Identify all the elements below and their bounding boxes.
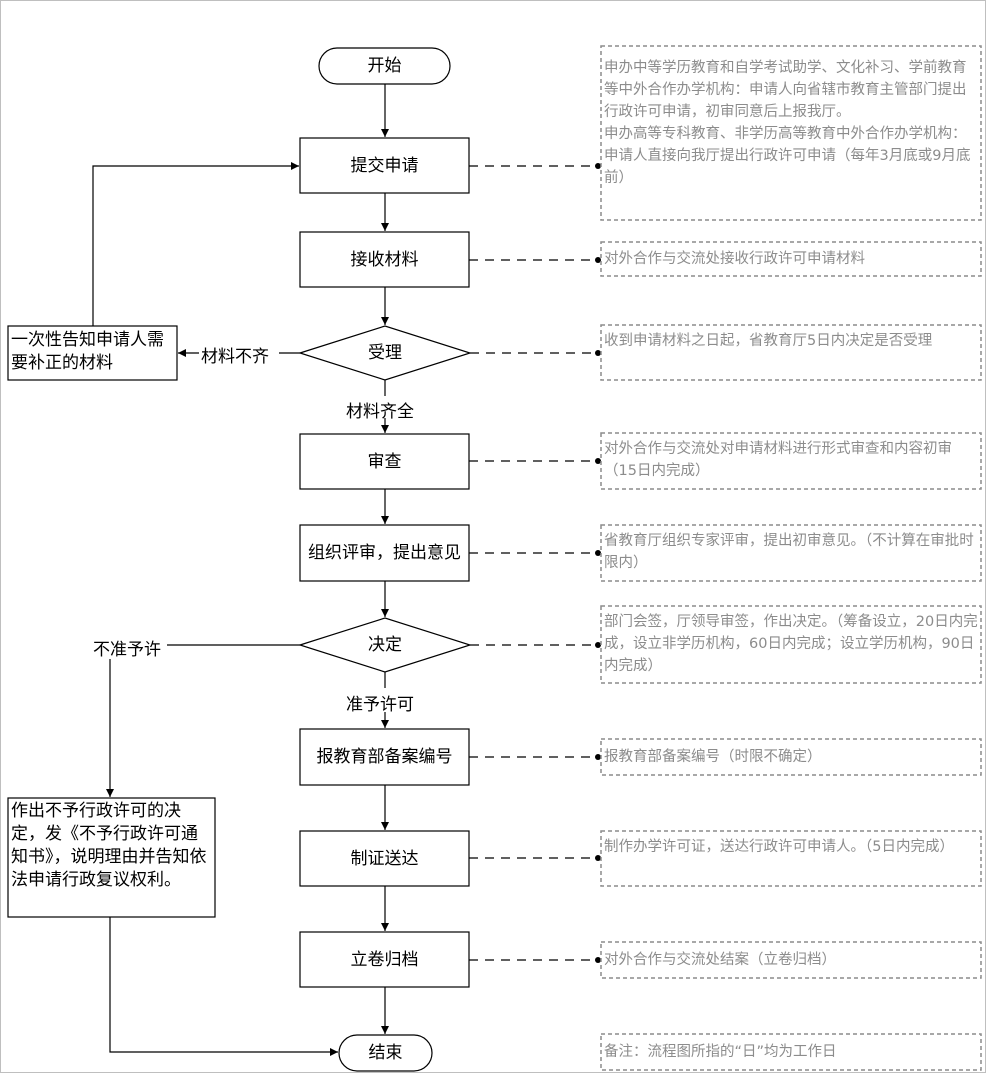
label-approved: 准予许可 (346, 695, 414, 715)
receive-box (299, 231, 470, 288)
note-box-accept (600, 324, 982, 381)
label-incomplete: 材料不齐 (201, 347, 269, 367)
deny-text: 作出不予行政许可的决定，发《不予行政许可通知书》，说明理由并告知依法申请行政复议… (11, 801, 207, 890)
notify-text: 一次性告知申请人需要补正的材料 (11, 330, 164, 373)
deny-box (7, 797, 216, 918)
note-submit-line2: 申办高等专科教育、非学历高等教育中外合作办学机构：申请人直接向我厅提出行政许可申… (604, 126, 971, 186)
note-box-archive (600, 941, 982, 979)
issue-label: 制证送达 (350, 848, 419, 869)
note-evaluate: 省教育厅组织专家评审，提出初审意见。（不计算在审批时限内） (604, 533, 974, 571)
note-decide: 部门会签，厅领导审签，作出决定。（筹备设立，20日内完成，设立非学历机构，60日… (604, 614, 978, 674)
note-box-receive (600, 241, 982, 277)
note-archive: 对外合作与交流处结案（立卷归档） (604, 952, 836, 968)
archive-label: 立卷归档 (350, 949, 419, 970)
note-receive: 对外合作与交流处接收行政许可申请材料 (604, 251, 865, 267)
end-label: 结束 (368, 1043, 403, 1063)
submit-box (299, 137, 470, 194)
register-label: 报教育部备案编号 (316, 747, 453, 767)
note-box-remark (600, 1033, 982, 1071)
connector-notify-submit (92, 162, 299, 326)
note-review: 对外合作与交流处对申请材料进行形式审查和内容初审（15日内完成） (604, 441, 952, 479)
archive-box (299, 931, 470, 988)
label-complete: 材料齐全 (346, 402, 414, 422)
note-box-decide (600, 605, 982, 684)
decide-label: 决定 (368, 635, 402, 655)
review-label: 审查 (367, 451, 402, 472)
note-box-review (600, 432, 982, 490)
note-box-register (600, 738, 982, 776)
review-box (299, 433, 470, 490)
start-label: 开始 (367, 56, 402, 76)
note-submit-line1: 申办中等学历教育和自学考试助学、文化补习、学前教育等中外合作办学机构：申请人向省… (604, 60, 967, 120)
receive-label: 接收材料 (350, 249, 419, 270)
note-submit: 申办中等学历教育和自学考试助学、文化补习、学前教育等中外合作办学机构：申请人向省… (601, 57, 981, 189)
note-box-issue (600, 830, 982, 887)
end-terminator (338, 1034, 433, 1072)
note-accept: 收到申请材料之日起，省教育厅5日内决定是否受理 (604, 333, 933, 349)
note-issue: 制作办学许可证，送达行政许可申请人。（5日内完成） (604, 839, 954, 855)
note-box-evaluate (600, 524, 982, 582)
note-remark: 备注：流程图所指的“日”均为工作日 (604, 1044, 837, 1060)
note-box-submit (600, 45, 982, 221)
submit-label: 提交申请 (350, 155, 419, 176)
evaluate-label: 组织评审，提出意见 (308, 543, 461, 563)
accept-label: 受理 (368, 343, 402, 363)
connector-deny-end (109, 917, 338, 1056)
note-register: 报教育部备案编号（时限不确定） (604, 749, 822, 765)
evaluate-box (299, 524, 470, 582)
label-not-approved: 不准予许 (93, 640, 161, 660)
